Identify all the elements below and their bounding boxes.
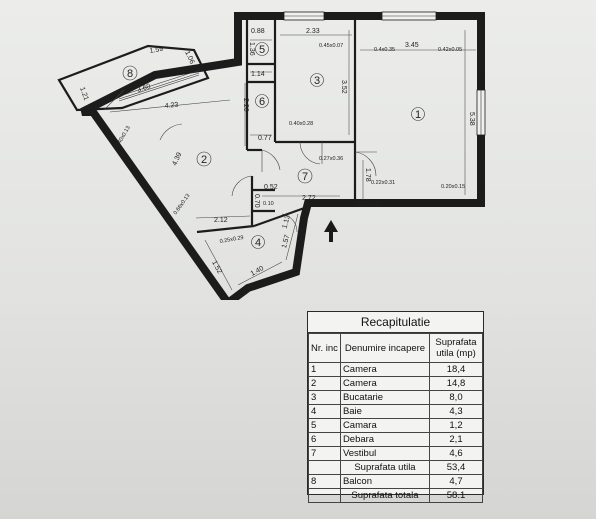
opening-label: 0.20x0.15 [441, 184, 465, 190]
dim-label: 1.59 [149, 46, 164, 55]
dim-label: 3.52 [340, 80, 347, 94]
row-name: Balcon [339, 474, 431, 489]
subtotal-area: 53,4 [429, 460, 483, 475]
row-name: Camera [339, 376, 431, 391]
dim-label: 1.14 [251, 71, 265, 78]
opening-label: 0.25x0.10 [357, 202, 381, 208]
outer-wall [80, 12, 485, 300]
room-numbers: 1 2 3 4 5 6 7 8 [122, 42, 425, 249]
dim-label: 1.36 [248, 42, 255, 56]
opening-label: 0.25x0.29 [219, 235, 244, 245]
opening-label: 0.27x0.36 [319, 156, 343, 162]
dim-label: 1.52 [210, 260, 223, 275]
dim-label: 1.40 [250, 265, 265, 278]
row-nr: 8 [308, 474, 341, 489]
room-number: 4 [255, 237, 261, 249]
opening-label: 0.66x0.13 [173, 193, 192, 216]
opening-label: 0.45x0.07 [319, 43, 343, 49]
door-swings [159, 123, 377, 233]
row-area: 14,8 [429, 376, 483, 391]
balcony-outline [57, 44, 210, 112]
dim-label: 3.45 [405, 42, 419, 49]
col-area: Suprafata utila (mp) [429, 333, 483, 363]
row-nr: 5 [308, 418, 341, 433]
row-area: 4,7 [429, 474, 483, 489]
dim-label: 0.77 [258, 135, 272, 142]
dim-label: 4.39 [171, 151, 183, 166]
dim-label: 4.23 [164, 102, 178, 110]
dim-label: 1.21 [78, 86, 89, 101]
recap-table: Recapitulatie Nr. inc Denumire incapere … [307, 311, 484, 503]
room-number: 7 [302, 171, 308, 183]
recap-title: Recapitulatie [308, 312, 483, 333]
row-nr: 3 [308, 390, 341, 405]
row-area: 1,2 [429, 418, 483, 433]
windows [283, 11, 486, 136]
row-area: 4,3 [429, 404, 483, 419]
total-label: Suprafata totala [339, 488, 431, 503]
row-nr: 4 [308, 404, 341, 419]
opening-label: 0.40x0.28 [289, 121, 313, 127]
row-name: Vestibul [339, 446, 431, 461]
dim-label: 3.60 [136, 83, 151, 94]
row-nr: 6 [308, 432, 341, 447]
room-number: 3 [314, 75, 320, 87]
dim-label: 1.57 [281, 234, 291, 249]
row-name: Debara [339, 432, 431, 447]
dim-label: 2.72 [302, 195, 316, 202]
row-nr: 7 [308, 446, 341, 461]
dim-label: 2.12 [214, 217, 228, 224]
dim-label: 1.78 [364, 168, 371, 182]
row-nr: 2 [308, 376, 341, 391]
opening-label: 0.42x0.05 [438, 47, 462, 53]
row-name: Camara [339, 418, 431, 433]
dim-label: 0.52 [264, 184, 278, 191]
dimension-labels: 0.88 2.33 3.45 5.38 3.52 1.36 1.14 2.26 … [78, 28, 475, 278]
entrance-arrow-icon [324, 220, 338, 242]
opening-label: 0.10 [263, 201, 274, 207]
row-name: Baie [339, 404, 431, 419]
row-name: Camera [339, 362, 431, 377]
row-area: 18,4 [429, 362, 483, 377]
opening-label: 0.4x0.35 [374, 47, 395, 53]
row-area: 2,1 [429, 432, 483, 447]
dim-label: 0.70 [253, 194, 260, 208]
opening-label: 0.40x0.13 [115, 125, 132, 149]
interior-walls [196, 16, 357, 234]
dimension-lines [103, 30, 476, 291]
total-area: 58.1 [429, 488, 483, 503]
row-area: 8,0 [429, 390, 483, 405]
area-table: Nr. inc Denumire incapere Suprafata util… [308, 333, 483, 503]
dim-label: 1.13 [282, 214, 292, 229]
dim-label: 5.38 [468, 112, 475, 126]
col-nr: Nr. inc [308, 333, 341, 363]
opening-label: 0.22x0.31 [371, 180, 395, 186]
floor-plan: 1 2 3 4 5 6 7 8 0.88 2.33 3.45 5.38 3.52… [57, 11, 486, 300]
room-number: 8 [127, 68, 133, 80]
dim-label: 1.06 [183, 50, 195, 65]
subtotal-label: Suprafata utila [339, 460, 431, 475]
dim-label: 2.33 [306, 28, 320, 35]
room-number: 2 [201, 154, 207, 166]
room-number: 5 [259, 44, 265, 56]
row-area: 4,6 [429, 446, 483, 461]
row-nr: 1 [308, 362, 341, 377]
row-name: Bucatarie [339, 390, 431, 405]
dim-label: 0.88 [251, 28, 265, 35]
col-name: Denumire incapere [339, 333, 431, 363]
room-number: 1 [415, 109, 421, 121]
dim-label: 2.26 [242, 98, 249, 112]
room-number: 6 [259, 96, 265, 108]
